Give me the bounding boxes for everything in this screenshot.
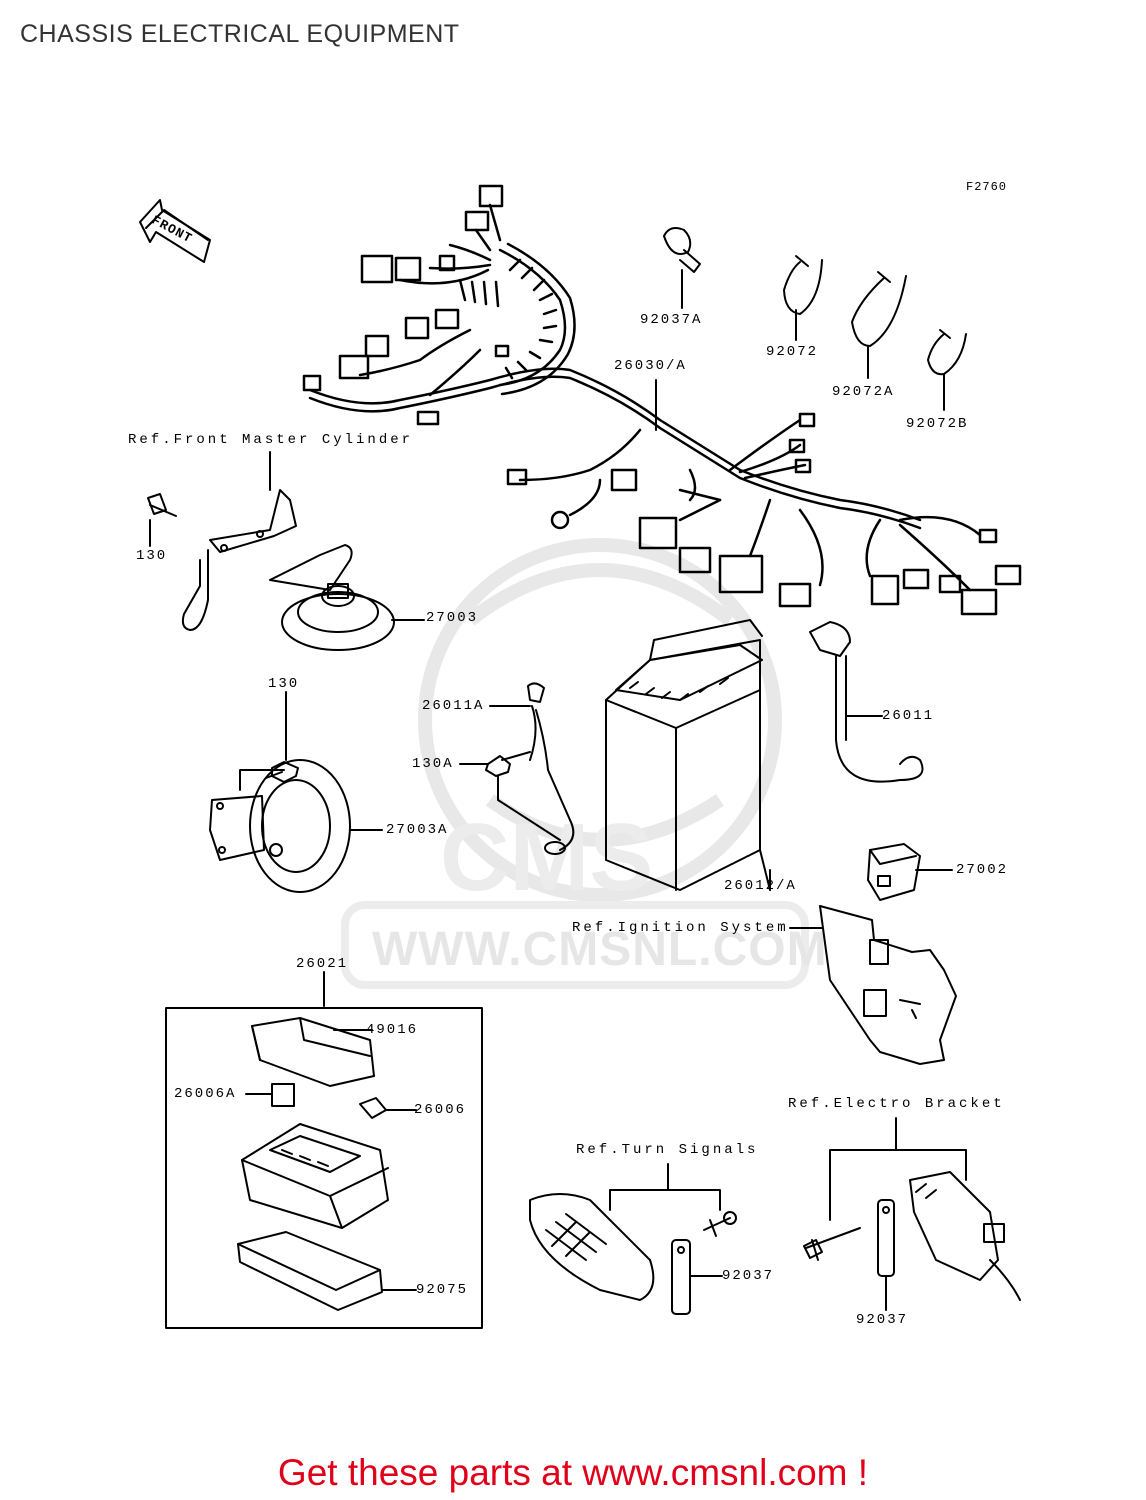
fuse-box-frame (165, 1007, 483, 1329)
fuse-box-body (241, 1123, 389, 1229)
horn-27003A (209, 759, 383, 893)
front-arrow-icon (139, 199, 211, 263)
label-92037A: 92037A (640, 312, 703, 328)
label-ref-ignition-system: Ref.Ignition System (572, 920, 789, 936)
turn-signal-lens (529, 1193, 655, 1301)
footer-link[interactable]: Get these parts at www.cmsnl.com ! (277, 1452, 869, 1493)
wiring-harness (302, 184, 1022, 616)
label-26011: 26011 (882, 708, 935, 724)
band-92072 (783, 255, 823, 341)
battery-26012 (605, 619, 771, 891)
cable-26011A (489, 682, 575, 855)
page-title: CHASSIS ELECTRICAL EQUIPMENT (20, 20, 460, 48)
band-92072A (851, 271, 907, 379)
label-92037-right: 92037 (856, 1312, 909, 1328)
clip-92037-right (877, 1199, 895, 1311)
label-ref-turn-signals: Ref.Turn Signals (576, 1142, 759, 1158)
label-130-mid: 130 (268, 676, 300, 692)
label-92075: 92075 (416, 1282, 469, 1298)
label-26012A: 26012/A (724, 878, 797, 894)
label-ref-electro-bracket: Ref.Electro Bracket (788, 1096, 1005, 1112)
fuse-26006 (359, 1097, 417, 1119)
label-26021: 26021 (296, 956, 349, 972)
bolt-130 (265, 691, 299, 783)
clamp-92037A (663, 227, 701, 309)
fuse-26006A (245, 1083, 295, 1107)
fuse-box-tray-92075 (237, 1231, 417, 1311)
label-27003A: 27003A (386, 822, 449, 838)
label-92072B: 92072B (906, 416, 969, 432)
horn-bracket (147, 489, 297, 631)
ignition-bracket (789, 905, 957, 1065)
label-ref-front-master-cylinder: Ref.Front Master Cylinder (128, 432, 414, 448)
bolt-electro (803, 1227, 861, 1261)
bolt-130A (459, 751, 561, 841)
label-92037-left: 92037 (722, 1268, 775, 1284)
band-92072B (927, 329, 967, 411)
label-26006A: 26006A (174, 1086, 237, 1102)
label-26030A: 26030/A (614, 358, 687, 374)
relay-27002 (867, 843, 953, 901)
cable-26011 (809, 621, 924, 783)
label-27003: 27003 (426, 610, 479, 626)
label-130-top: 130 (136, 548, 168, 564)
label-27002: 27002 (956, 862, 1009, 878)
clip-92037-left (671, 1239, 723, 1315)
watermark-brand: CMS (440, 804, 653, 911)
label-26011A: 26011A (422, 698, 485, 714)
ignition-coil (909, 1171, 1021, 1301)
horn-27003 (269, 544, 425, 651)
label-92072A: 92072A (832, 384, 895, 400)
screw-turn-signal (703, 1211, 737, 1237)
fuse-box-cover-49016 (251, 1017, 375, 1087)
label-92072: 92072 (766, 344, 819, 360)
label-130A: 130A (412, 756, 454, 772)
label-49016: 49016 (366, 1022, 419, 1038)
label-26006: 26006 (414, 1102, 467, 1118)
figure-code: F2760 (966, 180, 1008, 194)
watermark-url: WWW.CMSNL.COM (372, 923, 828, 976)
